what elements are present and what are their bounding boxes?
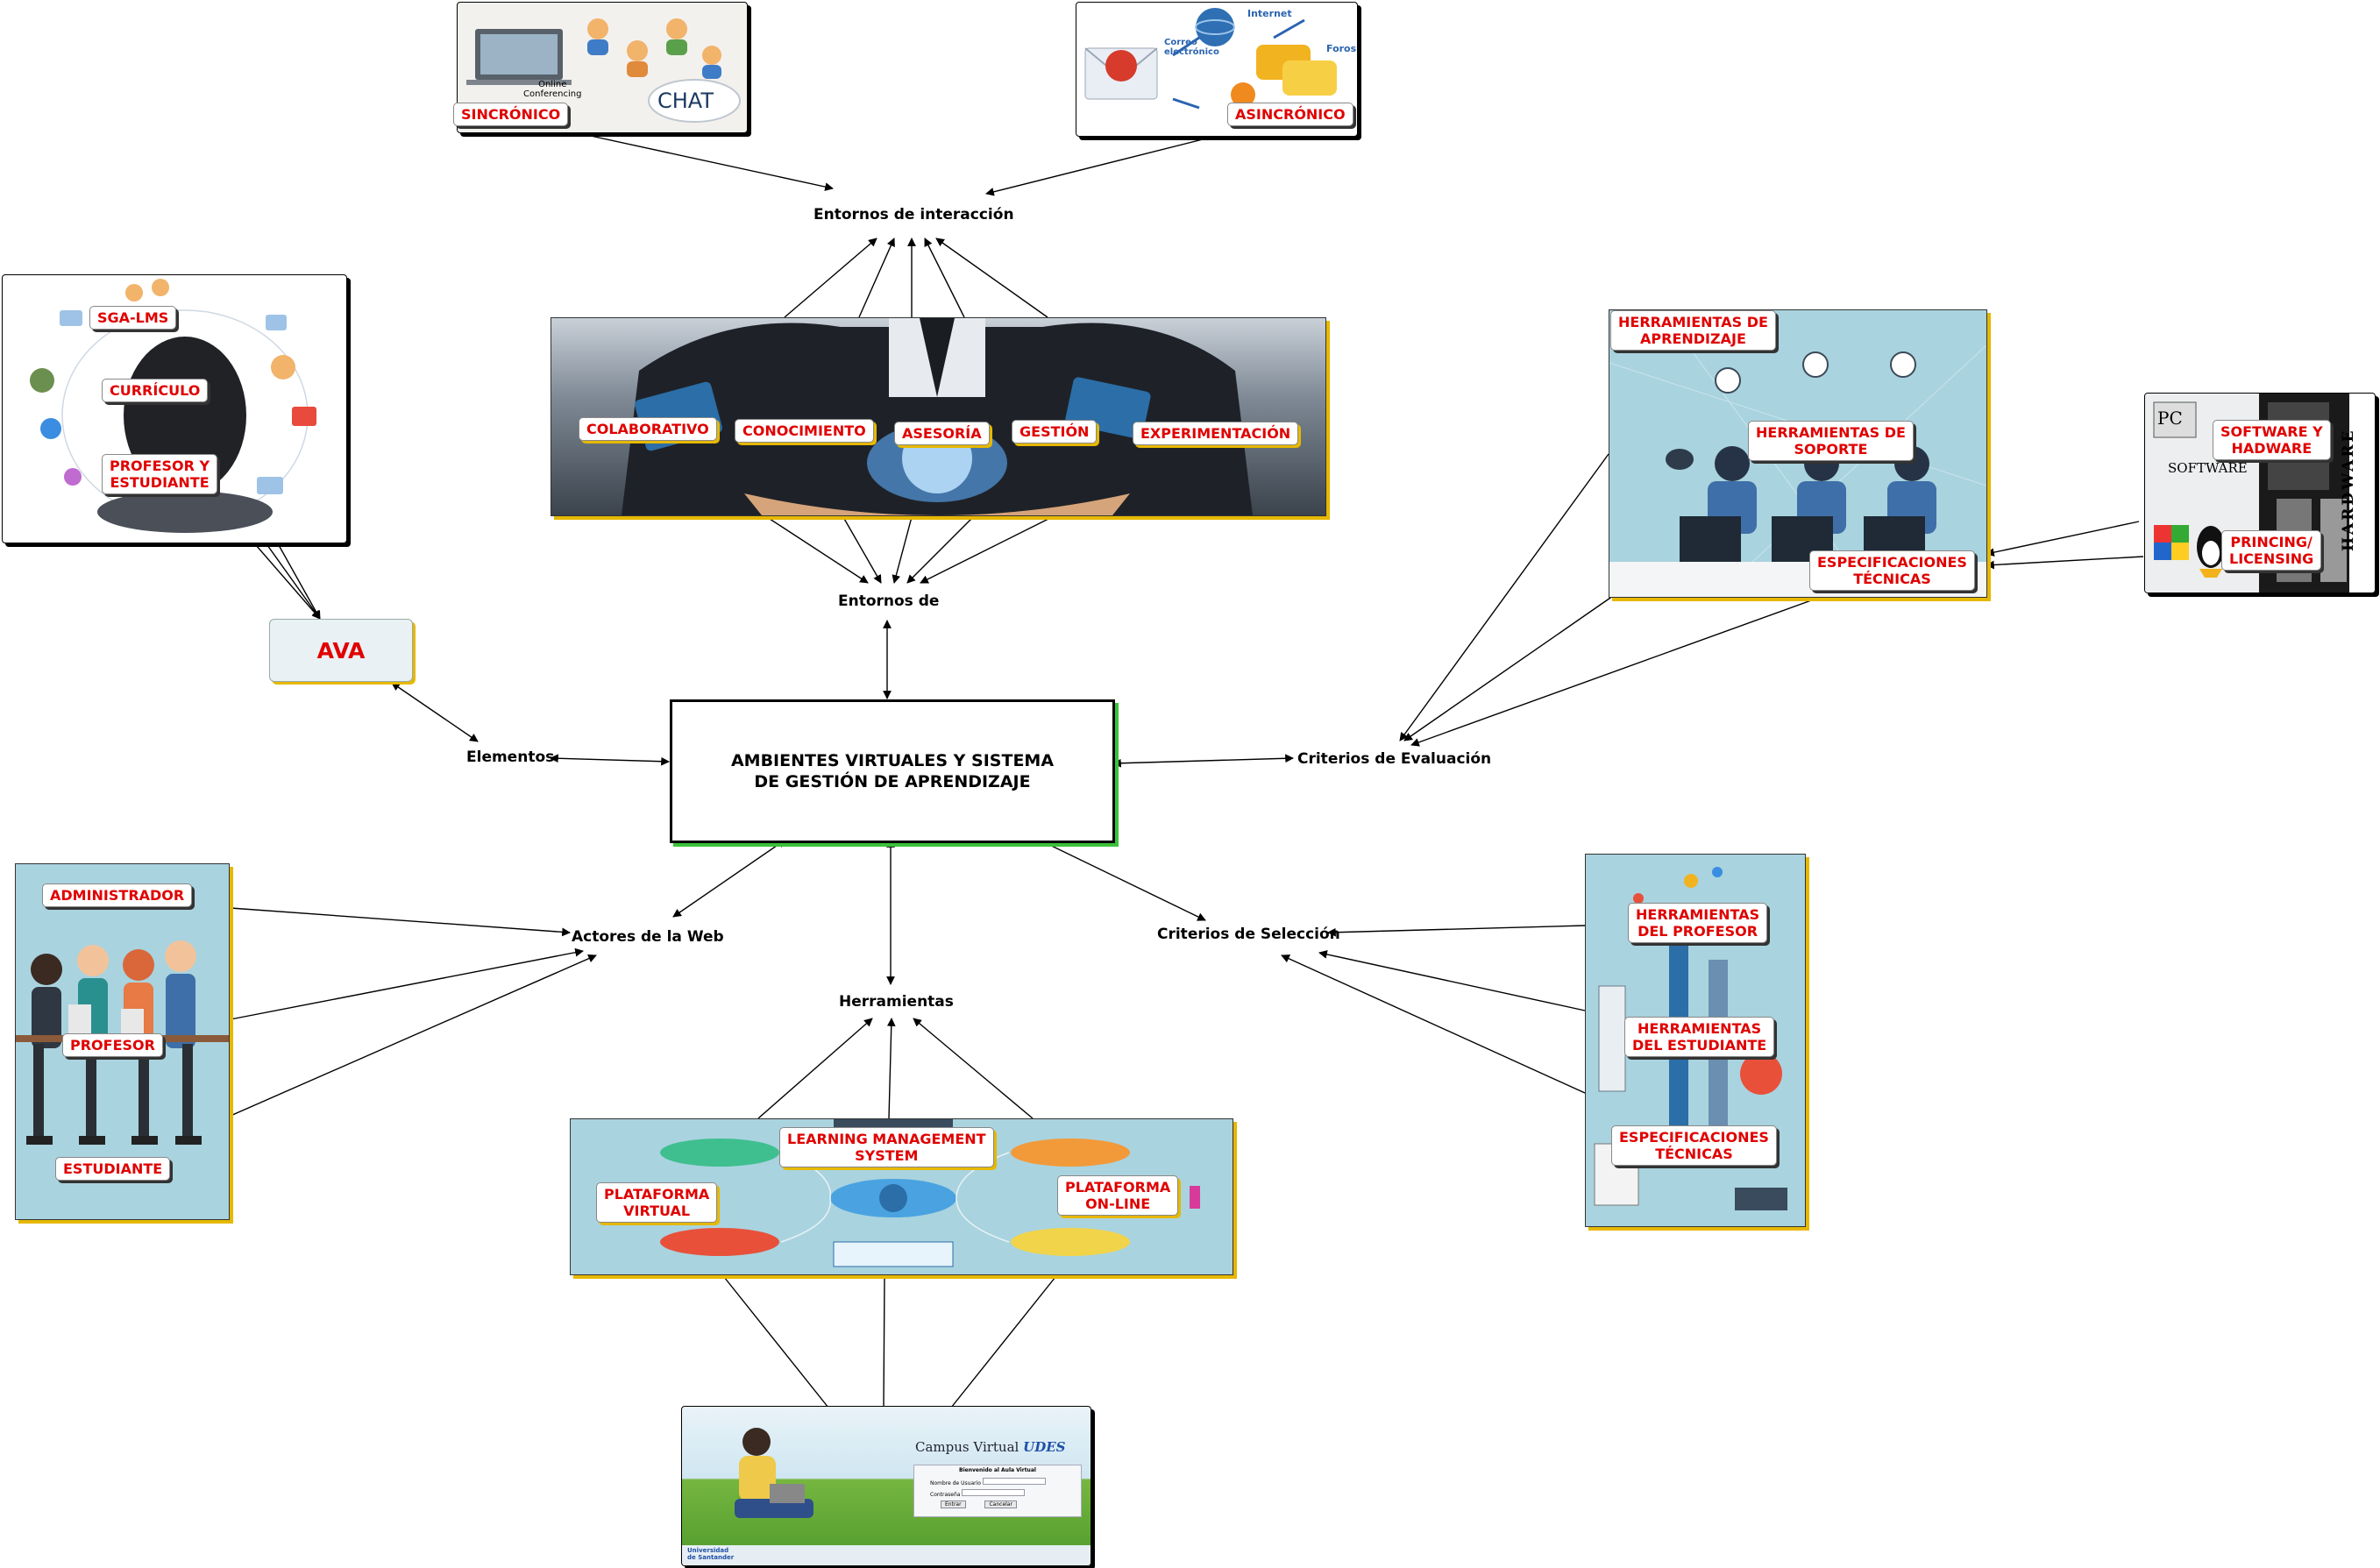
label-entornos: Entornos de (838, 592, 940, 610)
plataforma-online-label[interactable]: PLATAFORMA ON-LINE (1057, 1175, 1179, 1216)
experimentacion-label[interactable]: EXPERIMENTACIÓN (1133, 422, 1299, 445)
campus-title: Campus Virtual UDES (915, 1439, 1066, 1455)
email-internet-illustration (1084, 8, 1337, 110)
software-hadware-label[interactable]: SOFTWARE Y HADWARE (2213, 420, 2331, 460)
label-actores: Actores de la Web (572, 928, 724, 946)
pc-caption: PC (2157, 408, 2183, 429)
central-concept[interactable]: AMBIENTES VIRTUALES Y SISTEMA DE GESTIÓN… (670, 699, 1115, 843)
ava-node[interactable]: AVA (269, 619, 413, 682)
online-conferencing-caption: Online Conferencing (523, 80, 582, 99)
label-entornos-interaccion: Entornos de interacción (813, 206, 1014, 223)
especificaciones-tecnicas-sel-label[interactable]: ESPECIFICACIONES TÉCNICAS (1611, 1125, 1777, 1166)
plataforma-virtual-label[interactable]: PLATAFORMA VIRTUAL (596, 1182, 718, 1223)
foros-caption: Foros (1326, 43, 1357, 54)
sga-lms-label[interactable]: SGA-LMS (89, 306, 177, 330)
label-criterios-evaluacion: Criterios de Evaluación (1297, 750, 1492, 768)
asesoria-label[interactable]: ASESORÍA (894, 422, 990, 445)
campus-welcome: Bienvenido al Aula Virtual (959, 1467, 1036, 1473)
label-herramientas: Herramientas (839, 993, 954, 1011)
correo-caption: Correo electrónico (1164, 38, 1219, 57)
profesor-label[interactable]: PROFESOR (62, 1033, 163, 1057)
campus-cancel-button[interactable]: Cancelar (984, 1501, 1017, 1508)
profesor-estudiante-label[interactable]: PROFESOR Y ESTUDIANTE (102, 454, 218, 494)
campus-user-input[interactable] (982, 1478, 1046, 1485)
support-desk-illustration (1609, 310, 1986, 597)
campus-pass-input[interactable] (962, 1489, 1026, 1496)
campus-footer-logo: Universidad de Santander (687, 1547, 735, 1561)
internet-caption: Internet (1247, 8, 1292, 19)
estudiante-label[interactable]: ESTUDIANTE (55, 1157, 171, 1181)
evaluacion-panel[interactable] (1609, 309, 1987, 598)
campus-pass-label: Contraseña (930, 1492, 961, 1498)
campus-virtual-screenshot[interactable]: Campus Virtual UDES Bienvenido al Aula V… (681, 1406, 1091, 1566)
online-conferencing-illustration (466, 18, 741, 123)
learning-management-system-label[interactable]: LEARNING MANAGEMENT SYSTEM (779, 1127, 994, 1167)
herramientas-profesor-label[interactable]: HERRAMIENTAS DEL PROFESOR (1628, 903, 1768, 943)
sync-label[interactable]: SINCRÓNICO (453, 103, 569, 126)
colaborativo-label[interactable]: COLABORATIVO (579, 417, 717, 441)
entornos-panel[interactable] (551, 317, 1326, 516)
especificaciones-tecnicas-eval-label[interactable]: ESPECIFICACIONES TÉCNICAS (1809, 550, 1975, 591)
software-caption: SOFTWARE (2168, 460, 2248, 476)
label-criterios-seleccion: Criterios de Selección (1157, 926, 1340, 943)
conocimiento-label[interactable]: CONOCIMIENTO (735, 419, 874, 443)
campus-login-box[interactable]: Bienvenido al Aula Virtual Nombre de Usu… (913, 1465, 1082, 1517)
chat-caption: CHAT (657, 89, 714, 113)
lms-platform-illustration (660, 1119, 1200, 1267)
pricing-licensing-label[interactable]: PRINCING/ LICENSING (2221, 530, 2322, 571)
administrador-label[interactable]: ADMINISTRADOR (42, 883, 193, 907)
sync-panel[interactable]: Online Conferencing CHAT (457, 2, 748, 133)
student-on-grass-illustration (682, 1428, 1091, 1565)
herramientas-aprendizaje-label[interactable]: HERRAMIENTAS DE APRENDIZAJE (1610, 310, 1776, 351)
herramientas-estudiante-label[interactable]: HERRAMIENTAS DEL ESTUDIANTE (1624, 1017, 1775, 1057)
campus-enter-button[interactable]: Entrar (941, 1501, 966, 1508)
hardware-caption: HARDWARE (2340, 428, 2357, 551)
label-elementos: Elementos (466, 749, 555, 766)
herramientas-soporte-label[interactable]: HERRAMIENTAS DE SOPORTE (1748, 421, 1914, 461)
async-label[interactable]: ASINCRÓNICO (1227, 103, 1353, 126)
gestion-label[interactable]: GESTIÓN (1012, 420, 1098, 443)
campus-user-label: Nombre de Usuario (930, 1480, 981, 1486)
curriculo-label[interactable]: CURRÍCULO (102, 379, 209, 402)
